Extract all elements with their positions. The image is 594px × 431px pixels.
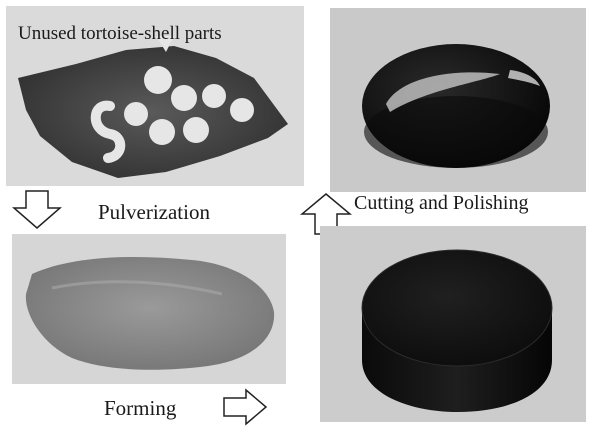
cutting-polishing-label: Cutting and Polishing (354, 193, 528, 213)
powder-pile-illustration (12, 234, 286, 384)
forming-label: Forming (104, 398, 176, 419)
powder-photo (12, 234, 286, 384)
down-arrow-icon (12, 190, 62, 230)
polished-cabochon-illustration (330, 8, 586, 192)
formed-disc-illustration (320, 226, 586, 422)
right-arrow-icon (222, 388, 268, 426)
pulverization-label: Pulverization (98, 202, 210, 223)
unused-shell-caption: Unused tortoise-shell parts (18, 24, 222, 43)
polished-product-photo (330, 8, 586, 192)
formed-disc-photo (320, 226, 586, 422)
